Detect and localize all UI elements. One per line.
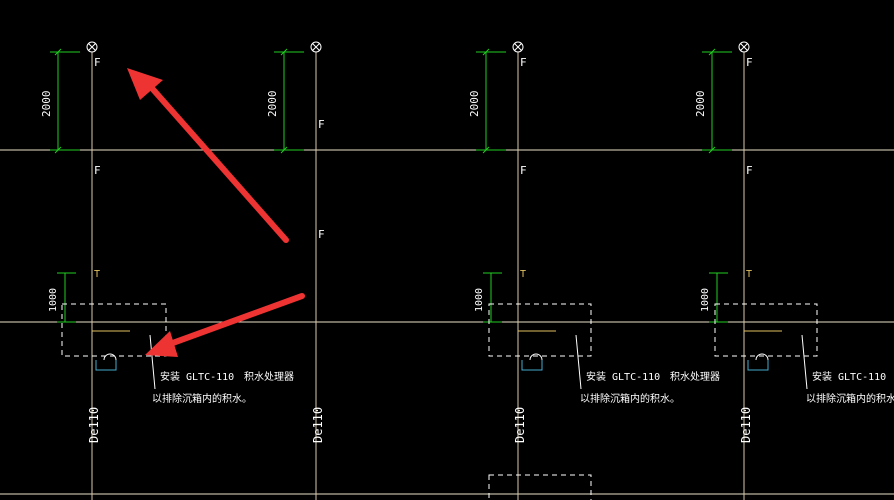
riser-3: F F T 2000 1000 安装 GLTC-110 积水处理器 以排除沉箱内…	[468, 41, 720, 500]
pipe-mark-f: F	[94, 56, 101, 69]
dimension-1000: 1000	[48, 272, 76, 323]
note-tag: 积水处理器	[670, 371, 720, 383]
note-line2: 以排除沉箱内的积水。	[152, 392, 252, 405]
annotation-arrow-down	[145, 293, 305, 357]
leader-line	[801, 334, 808, 390]
dimension-label: 2000	[468, 91, 481, 118]
pipe-mark-f: F	[318, 118, 325, 131]
note-line2: 以排除沉箱内的积水。	[806, 392, 894, 405]
note-tag: 积水处理器	[244, 371, 294, 383]
note-line1: 安装 GLTC-110	[812, 370, 886, 383]
note-line1: 安装 GLTC-110	[160, 370, 234, 383]
riser-1: F F T 2000 1000 安装 GLTC-110 积水处理器 以排除沉	[40, 41, 294, 500]
dimension-label: 2000	[266, 91, 279, 118]
pipe-mark-t: T	[520, 269, 526, 280]
dimension-1000: 1000	[474, 272, 502, 323]
sunk-slab-box	[488, 303, 592, 357]
pipe-label: De110	[87, 407, 101, 443]
pipe-mark-f: F	[94, 164, 101, 177]
dimension-2000: 2000	[468, 48, 506, 154]
riser-4: F F T 2000 1000 安装 GLTC-110 以排除沉箱内的积水。 D…	[694, 41, 894, 500]
riser-2: F F 2000 De110	[266, 41, 325, 500]
pipe-mark-f: F	[746, 56, 753, 69]
sunk-slab-box	[61, 303, 167, 357]
drain-trap	[521, 353, 543, 371]
pipe-mark-f: F	[746, 164, 753, 177]
pipe-mark-f: F	[520, 56, 527, 69]
vent-cap-icon	[310, 41, 322, 53]
vent-cap-icon	[738, 41, 750, 53]
note-line2: 以排除沉箱内的积水。	[580, 392, 680, 405]
dimension-2000: 2000	[40, 48, 80, 154]
dimension-2000: 2000	[266, 48, 304, 154]
leader-line	[149, 334, 156, 390]
vent-cap-icon	[512, 41, 524, 53]
drain-trap	[95, 353, 117, 371]
dimension-label: 1000	[48, 288, 59, 312]
pipe-mark-f: F	[520, 164, 527, 177]
drain-trap	[747, 353, 769, 371]
leader-line	[575, 334, 582, 390]
dimension-label: 2000	[694, 91, 707, 118]
dimension-label: 1000	[700, 288, 711, 312]
pipe-label: De110	[513, 407, 527, 443]
sunk-slab-box	[714, 303, 818, 357]
vent-cap-icon	[86, 41, 98, 53]
pipe-mark-t: T	[94, 269, 100, 280]
sunk-slab-box-lower	[488, 474, 592, 500]
dimension-label: 1000	[474, 288, 485, 312]
dimension-2000: 2000	[694, 48, 732, 154]
annotation-arrow-up	[127, 68, 289, 243]
pipe-label: De110	[739, 407, 753, 443]
dimension-label: 2000	[40, 91, 53, 118]
note-line1: 安装 GLTC-110	[586, 370, 660, 383]
pipe-mark-t: T	[746, 269, 752, 280]
pipe-mark-f: F	[318, 228, 325, 241]
pipe-label: De110	[311, 407, 325, 443]
dimension-1000: 1000	[700, 272, 728, 323]
